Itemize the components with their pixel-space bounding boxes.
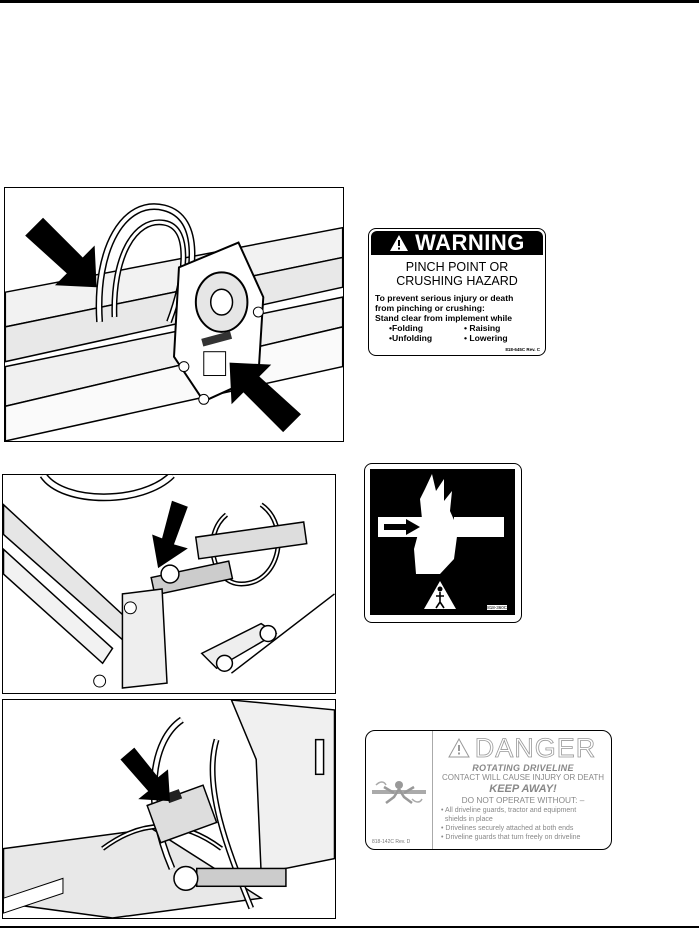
warning-item: •Folding [389,323,424,333]
pinch-decal-code: 818-360C [487,605,507,610]
arrow-photo3 [120,747,170,802]
danger-bullet-continued: shields in place [444,816,493,823]
photo-hitch-pivot [4,187,344,442]
danger-triangle-icon [447,738,470,758]
arrow-photo2 [152,500,188,569]
danger-pictorial-panel: 818-142C Rev. D [366,731,433,849]
warning-triangle-icon [390,235,409,251]
danger-bullet: • All driveline guards, tractor and equi… [441,807,577,814]
danger-line-3: KEEP AWAY! [489,783,557,795]
warning-signal-word: WARNING [415,230,525,255]
danger-decal-code: 818-142C Rev. D [372,839,411,845]
warning-item: •Unfolding [389,333,433,343]
warning-text-line-3: Stand clear from implement while [375,313,513,323]
warning-item: • Raising [464,323,501,333]
bottom-rule [0,926,699,928]
photo-2-illustration [3,475,335,693]
danger-signal-word: DANGER [474,732,597,763]
photo-rotating-driveline [2,699,336,919]
top-rule [0,0,699,3]
warning-decal-code: 818-645C Rev. C [505,347,540,352]
danger-bullet: • Driveline guards that turn freely on d… [441,834,581,841]
danger-bullet: • Drivelines securely attached at both e… [441,825,574,832]
danger-line-1: ROTATING DRIVELINE [472,763,574,773]
photo-1-illustration [5,188,343,441]
danger-line-4: DO NOT OPERATE WITHOUT: – [461,795,585,805]
danger-decal: 818-142C Rev. D DANGER ROTATING DRIVELIN… [365,730,612,850]
photo-3-illustration [3,700,335,918]
driveline-entanglement-icon [372,781,426,804]
arrow-right-photo1 [229,362,301,433]
warning-title-line-1: PINCH POINT OR [405,260,509,274]
pinch-pictorial-decal: 818-360C [364,463,522,623]
warning-text-line-2: from pinching or crushing: [375,303,485,313]
danger-line-2: CONTACT WILL CAUSE INJURY OR DEATH [441,773,605,782]
hand-pinch-icon [370,469,515,615]
warning-action-list: •Folding • Raising •Unfolding • Lowering [375,323,539,343]
warning-decal: WARNING PINCH POINT OR CRUSHING HAZARD T… [368,228,546,356]
warning-header: WARNING [371,230,543,255]
arrow-left-photo1 [25,217,97,288]
danger-header: DANGER [436,732,608,763]
warning-title-line-2: CRUSHING HAZARD [396,274,518,288]
warning-item: • Lowering [464,333,508,343]
warning-text-line-1: To prevent serious injury or death [375,293,514,303]
photo-cylinder-pinch-point [2,474,336,694]
